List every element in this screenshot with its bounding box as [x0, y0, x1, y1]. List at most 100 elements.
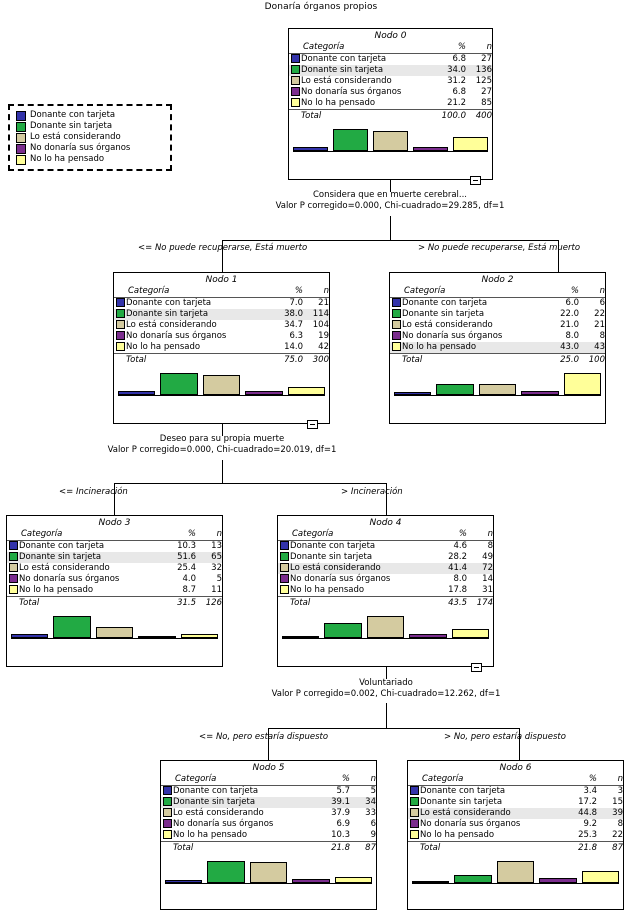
row-category-label: No donaría sus órganos: [126, 331, 227, 341]
split-3-variable: Voluntariado: [359, 678, 413, 688]
legend-item: Donante con tarjeta: [16, 110, 165, 121]
barchart-bar: [496, 861, 535, 883]
barchart-bar: [563, 373, 601, 395]
row-n-value: 32: [211, 563, 222, 573]
total-label: Total: [19, 596, 168, 609]
total-percent-value: 100.0: [433, 109, 466, 122]
connector-to-node6: [519, 728, 520, 760]
split-1-left-branch-label: <= No puede recuperarse, Está muerto: [138, 243, 308, 253]
category-color-icon: [162, 819, 172, 828]
barchart-bar: [409, 634, 447, 638]
row-color-swatch-cell: [390, 320, 402, 331]
header-n: n: [467, 529, 493, 541]
row-color-swatch-cell: [408, 830, 420, 842]
row-n-value: 43: [579, 342, 605, 354]
category-color-icon: [409, 819, 419, 828]
row-category-label: Donante sin tarjeta: [290, 552, 373, 562]
split-3-stats: Valor P corregido=0.002, Chi-cuadrado=12…: [271, 689, 501, 699]
table-header-row: Categoría%n: [390, 286, 605, 298]
row-percent-value: 7.0: [289, 298, 303, 308]
category-color-icon: [115, 320, 125, 329]
node-distribution-barchart: [11, 612, 218, 639]
split-2-left-branch-label: <= Incineración: [59, 487, 128, 497]
row-category-label: Donante sin tarjeta: [301, 65, 434, 76]
header-percent: %: [274, 286, 303, 298]
row-color-swatch-cell: [289, 65, 301, 76]
table-header-row: Categoría%n: [114, 286, 329, 298]
row-percent-value: 4.0: [182, 574, 196, 584]
row-category-label: Donante con tarjeta: [301, 54, 387, 64]
row-n-value: 42: [318, 342, 329, 352]
legend-item-label: Donante sin tarjeta: [30, 121, 113, 131]
row-percent-value: 39.1: [321, 797, 350, 808]
row-category-label: Donante sin tarjeta: [173, 797, 322, 808]
row-n-value: 5: [370, 786, 376, 796]
barchart-bar: [366, 616, 405, 638]
barchart-bar: [412, 881, 450, 883]
row-percent-value: 21.0: [560, 320, 579, 330]
node-title: Nodo 4: [369, 518, 402, 528]
row-category-label: Donante con tarjeta: [126, 298, 212, 308]
node-distribution-barchart: [412, 857, 619, 884]
row-percent-value: 51.6: [167, 552, 196, 563]
row-n-value: 21: [318, 298, 329, 308]
row-color-swatch-cell: [289, 87, 301, 98]
category-color-icon: [162, 830, 172, 839]
table-header-row: Categoría%n: [408, 774, 623, 786]
row-category-label: Lo está considerando: [301, 76, 392, 86]
row-n-value: 8: [599, 331, 605, 341]
node-distribution-barchart: [118, 369, 325, 396]
row-category-label: Donante sin tarjeta: [402, 309, 485, 319]
row-color-swatch-cell: [278, 585, 290, 597]
row-color-swatch-cell: [289, 98, 301, 110]
row-category-label: Donante sin tarjeta: [420, 797, 503, 807]
row-category-label: Lo está considerando: [126, 320, 217, 330]
row-color-swatch-cell: [114, 309, 126, 320]
total-percent-value: 25.0: [550, 353, 579, 366]
row-percent-value: 34.0: [433, 65, 466, 76]
barchart-bar: [282, 636, 320, 638]
row-color-swatch-cell: [161, 797, 173, 808]
row-color-swatch-cell: [161, 819, 173, 830]
header-percent: %: [167, 529, 196, 541]
total-label: Total: [402, 353, 551, 366]
row-percent-value: 6.0: [565, 298, 579, 308]
row-color-swatch-cell: [7, 541, 19, 553]
connector-split3-horizontal: [268, 728, 519, 729]
row-n-value: 11: [211, 585, 222, 595]
row-category-label: Lo está considerando: [402, 320, 493, 330]
row-category-label: No lo ha pensado: [19, 585, 94, 595]
header-swatch-cell: [408, 774, 420, 786]
barchart-bar: [53, 616, 91, 638]
row-percent-value: 8.0: [565, 331, 579, 341]
node-title: Nodo 0: [374, 31, 407, 41]
collapse-toggle-node-1[interactable]: [307, 420, 318, 429]
row-percent-value: 9.2: [583, 819, 597, 829]
row-percent-value: 43.0: [550, 342, 579, 354]
total-swatch-cell: [408, 841, 420, 854]
header-percent: %: [550, 286, 579, 298]
collapse-toggle-node-4[interactable]: [471, 663, 482, 672]
total-n-value: 400: [466, 109, 492, 122]
collapse-toggle-node-0[interactable]: [470, 176, 481, 185]
total-n-value: 100: [579, 353, 605, 366]
total-label: Total: [290, 596, 439, 609]
split-2-label: Deseo para su propia muerte Valor P corr…: [22, 434, 422, 456]
row-color-swatch-cell: [408, 808, 420, 819]
legend-item-label: Donante con tarjeta: [30, 110, 116, 120]
row-percent-value: 28.2: [448, 552, 467, 562]
